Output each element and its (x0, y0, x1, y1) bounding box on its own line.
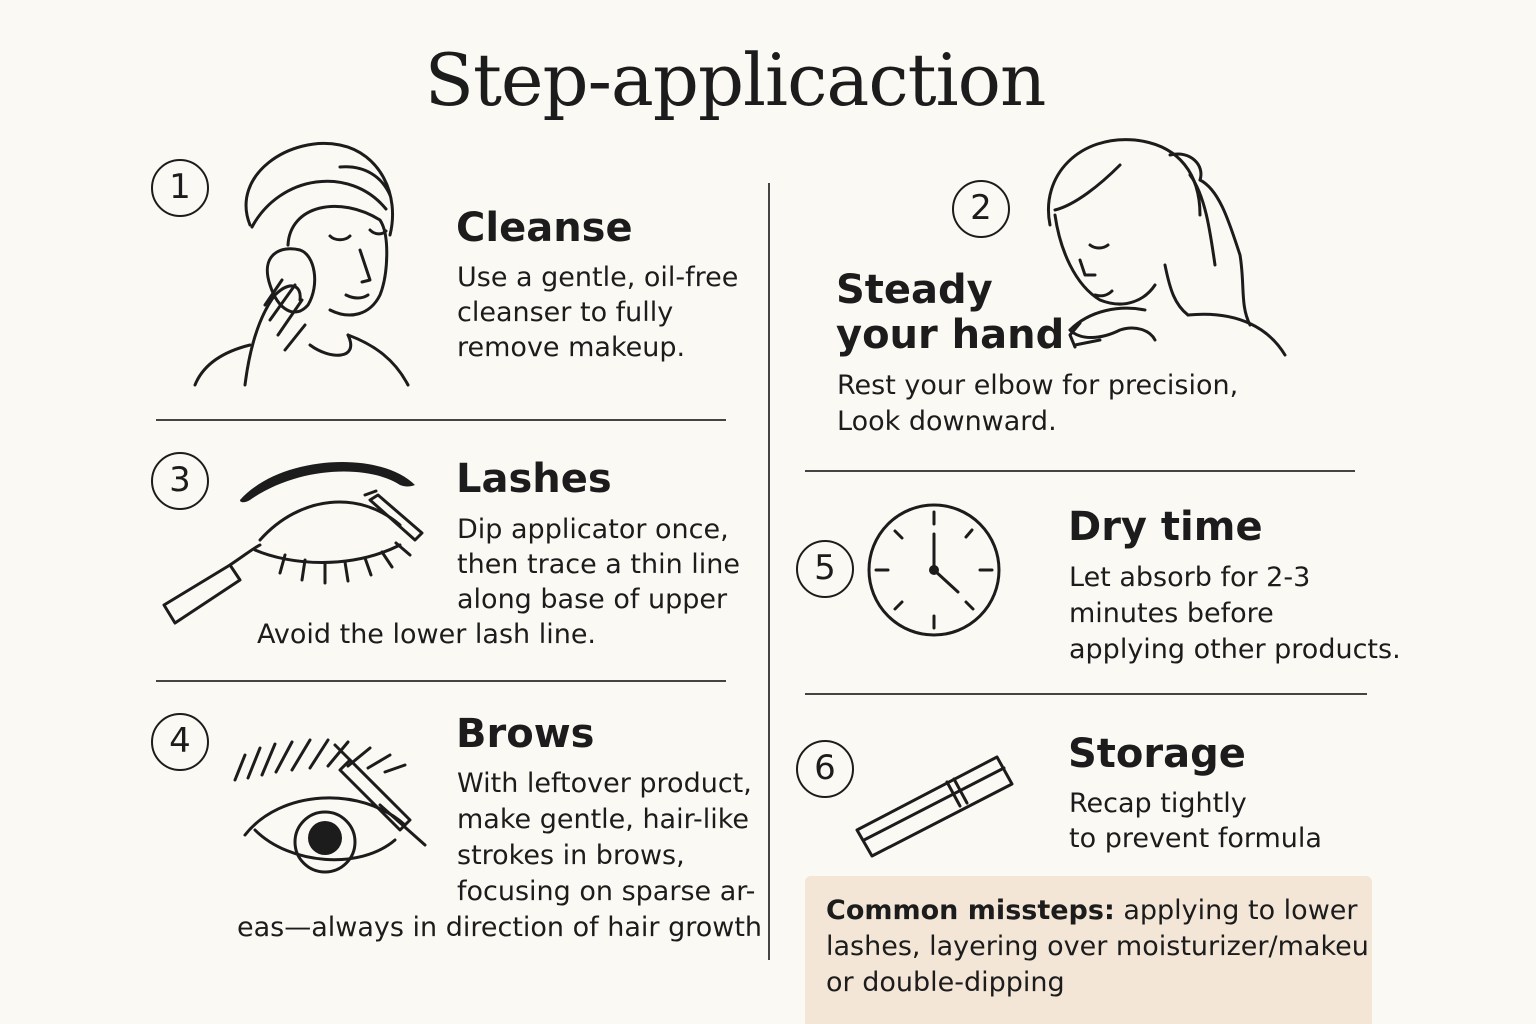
step-text: applying other products. (1069, 634, 1401, 665)
step-text: cleanser to fully (457, 297, 674, 328)
step-text: Dip applicator once, (457, 514, 729, 545)
eye-lash-applicator-icon (162, 462, 424, 625)
step-number: 2 (952, 180, 1010, 238)
step-text: minutes before (1069, 598, 1274, 629)
divider (805, 693, 1367, 695)
divider (156, 419, 726, 421)
step-number: 1 (151, 159, 209, 217)
step-heading: Cleanse (456, 205, 633, 251)
eye-brow-applicator-icon (233, 738, 427, 874)
step-number: 3 (151, 452, 209, 510)
step-number: 4 (151, 713, 209, 771)
step-heading: your hand (836, 312, 1065, 358)
step-heading: Lashes (456, 456, 612, 502)
callout-label: Common missteps: (826, 895, 1115, 926)
step-heading: Brows (456, 711, 595, 757)
step-text: With leftover product, (457, 768, 752, 799)
step-heading: Storage (1068, 731, 1246, 777)
step-heading: Steady (836, 267, 993, 313)
face-cleansing-icon (193, 142, 410, 387)
callout-line: Common missteps: applying to lower (826, 893, 1357, 929)
step-text: remove makeup. (457, 332, 686, 363)
serum-tube-icon (855, 755, 1014, 858)
step-number: 5 (796, 540, 854, 598)
step-text: Look downward. (837, 406, 1057, 437)
step-text: Avoid the lower lash line. (257, 619, 597, 650)
callout-line: lashes, layering over moisturizer/makeu (826, 931, 1369, 962)
step-text: along base of upper (457, 584, 728, 615)
step-text: strokes in brows, (457, 840, 685, 871)
divider (805, 470, 1355, 472)
step-text: make gentle, hair-like (457, 804, 750, 835)
column-divider (768, 183, 770, 960)
clock-icon (867, 503, 1001, 637)
step-text: Use a gentle, oil-free (457, 262, 739, 293)
callout-text: applying to lower (1123, 895, 1358, 926)
step-text: Recap tightly (1069, 788, 1247, 819)
step-text: eas—always in direction of hair growth (237, 912, 763, 943)
common-missteps-callout (805, 876, 1372, 1024)
step-text: Rest your elbow for precision, (837, 370, 1239, 401)
page-title: Step-applicaction (424, 38, 1047, 122)
step-text: focusing on sparse ar- (457, 876, 756, 907)
step-text: then trace a thin line (457, 549, 741, 580)
divider (156, 680, 726, 682)
step-text: to prevent formula (1069, 823, 1322, 854)
step-heading: Dry time (1068, 504, 1263, 550)
callout-line: or double-dipping (826, 967, 1065, 998)
step-text: Let absorb for 2-3 (1069, 562, 1311, 593)
woman-looking-down-icon (1047, 138, 1287, 357)
step-number: 6 (796, 740, 854, 798)
